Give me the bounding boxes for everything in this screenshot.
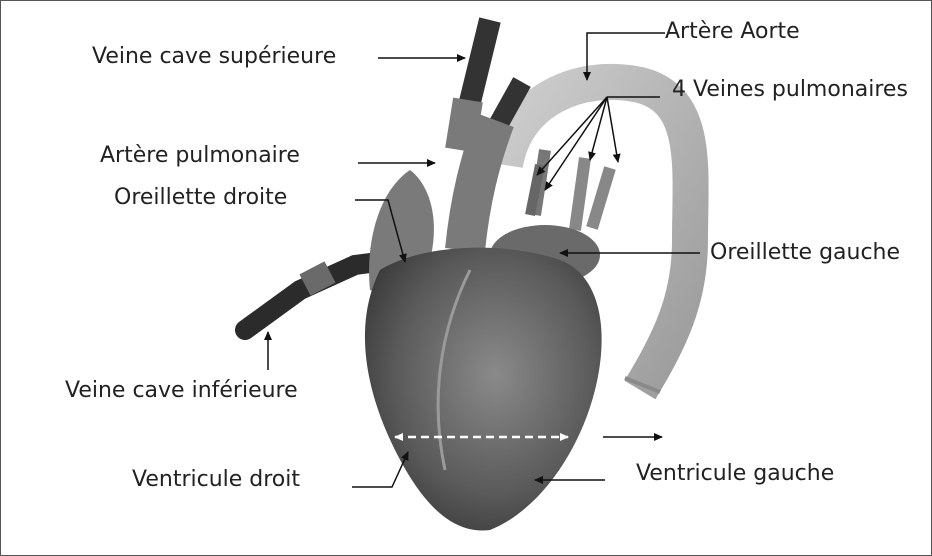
label-ventricule-gauche: Ventricule gauche — [636, 461, 834, 487]
pulmonary-vein-4 — [592, 168, 610, 228]
superior-vena-cava — [468, 20, 490, 110]
pulmonary-vein-3 — [575, 158, 585, 230]
label-oreillette-gauche: Oreillette gauche — [710, 240, 900, 266]
label-artere-aorte: Artère Aorte — [665, 19, 800, 45]
label-veine-cave-superieure: Veine cave supérieure — [92, 44, 336, 70]
label-artere-pulmonaire: Artère pulmonaire — [100, 143, 300, 169]
pulmonary-trunk — [465, 120, 495, 250]
label-veine-cave-inferieure: Veine cave inférieure — [65, 378, 298, 404]
heart-body — [365, 248, 602, 531]
label-ventricule-droit: Ventricule droit — [132, 467, 300, 493]
ivc-cuff — [305, 272, 330, 285]
arrow-pv-4 — [607, 97, 618, 162]
label-oreillette-droite: Oreillette droite — [114, 185, 287, 211]
label-veines-pulmonaires: 4 Veines pulmonaires — [672, 77, 908, 103]
